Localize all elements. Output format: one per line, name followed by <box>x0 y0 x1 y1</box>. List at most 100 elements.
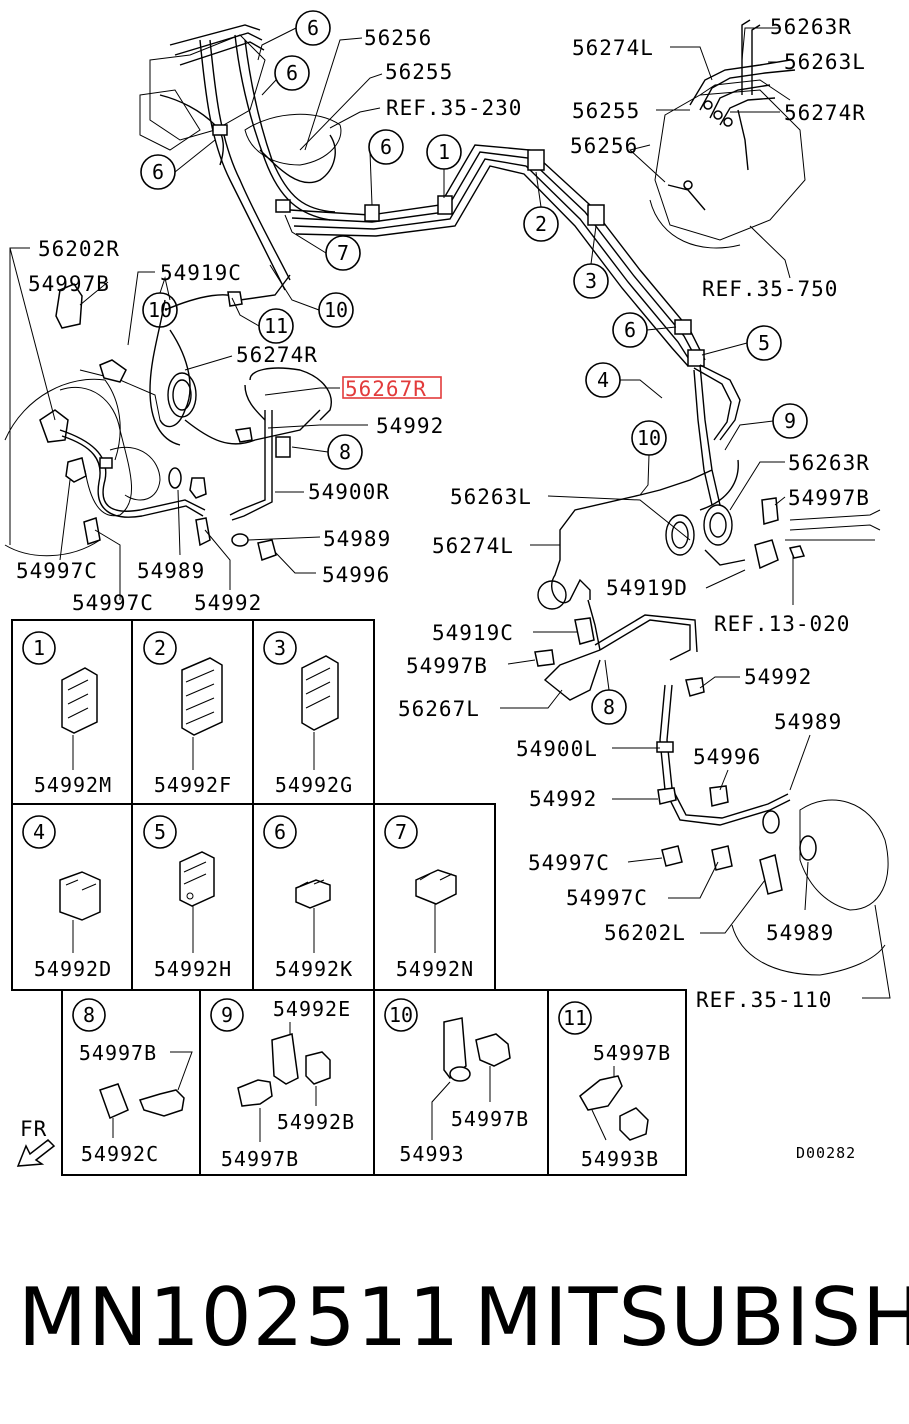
label-56274R-mid: 56274R <box>236 343 318 367</box>
svg-text:10: 10 <box>148 298 172 322</box>
fr-label: FR <box>20 1117 47 1141</box>
svg-text:9: 9 <box>784 409 796 433</box>
label-56202R: 56202R <box>38 237 120 261</box>
svg-text:8: 8 <box>339 440 351 464</box>
label-54997C-4: 54997C <box>566 886 648 910</box>
svg-text:9: 9 <box>221 1003 233 1027</box>
label-54919C-2: 54919C <box>432 621 514 645</box>
label-54997C-1: 54997C <box>16 559 98 583</box>
highlight-box-56267R <box>342 376 442 399</box>
callout-9-main: 9 <box>772 403 808 439</box>
svg-text:1: 1 <box>438 140 450 164</box>
label-54997B-3: 54997B <box>406 654 488 678</box>
left-wheel-hub <box>4 274 332 561</box>
label-56255-top: 56255 <box>385 60 453 84</box>
label-56267R-highlight: 56267R <box>345 377 427 401</box>
label-56274L-top: 56274L <box>572 36 654 60</box>
label-56274L-mid: 56274L <box>432 534 514 558</box>
svg-text:8: 8 <box>603 695 615 719</box>
label-54900L: 54900L <box>516 737 598 761</box>
callout-10-a: 10 <box>142 292 178 328</box>
svg-text:6: 6 <box>286 61 298 85</box>
grid-cell-4: 4 54992D <box>22 815 112 981</box>
svg-text:6: 6 <box>152 160 164 184</box>
grid-cell-10: 10 54997B 54993 <box>384 998 528 1166</box>
label-ref-35-230: REF.35-230 <box>386 96 522 120</box>
label-54996-2: 54996 <box>693 745 761 769</box>
part-54997B-cell11: 54997B <box>593 1041 671 1065</box>
label-54996-1: 54996 <box>322 563 390 587</box>
svg-text:6: 6 <box>624 318 636 342</box>
callout-6-b: 6 <box>274 55 310 91</box>
label-54997B-1: 54997B <box>28 272 110 296</box>
callout-6-d: 6 <box>368 129 404 165</box>
callout-8-a: 8 <box>327 434 363 470</box>
main-brake-pipe-bundle <box>289 144 741 506</box>
grid-cell-1: 1 54992M <box>22 631 112 797</box>
label-54997B-2: 54997B <box>788 486 870 510</box>
svg-text:10: 10 <box>389 1003 413 1027</box>
label-56267L: 56267L <box>398 697 480 721</box>
part-54992B: 54992B <box>277 1110 355 1134</box>
svg-text:10: 10 <box>637 426 661 450</box>
label-56202L: 56202L <box>604 921 686 945</box>
label-54989-3: 54989 <box>774 710 842 734</box>
label-54900R: 54900R <box>308 480 390 504</box>
callout-3-main: 3 <box>573 263 609 299</box>
svg-text:6: 6 <box>274 820 286 844</box>
parts-grid: 1 54992M 2 54992F 3 54992G 4 <box>11 619 687 1176</box>
callout-7-main: 7 <box>325 235 361 271</box>
svg-text:8: 8 <box>83 1003 95 1027</box>
label-ref-13-020: REF.13-020 <box>714 612 850 636</box>
label-56256-top: 56256 <box>364 26 432 50</box>
svg-text:10: 10 <box>324 298 348 322</box>
svg-text:4: 4 <box>33 820 45 844</box>
svg-text:2: 2 <box>535 212 547 236</box>
hydraulic-unit-right <box>649 19 806 249</box>
label-54989-1: 54989 <box>323 527 391 551</box>
part-54992N: 54992N <box>396 957 474 981</box>
label-56263R-top: 56263R <box>770 15 852 39</box>
label-56263L-mid: 56263L <box>450 485 532 509</box>
svg-text:3: 3 <box>585 269 597 293</box>
label-54989-4: 54989 <box>766 921 834 945</box>
label-56255-right: 56255 <box>572 99 640 123</box>
grid-cell-2: 2 54992F <box>143 631 232 797</box>
svg-text:6: 6 <box>307 16 319 40</box>
drawing-code: D00282 <box>796 1144 856 1162</box>
brand-caption: MITSUBISHI <box>474 1271 909 1364</box>
part-54997B-cell8: 54997B <box>79 1041 157 1065</box>
grid-cell-5: 5 54992H <box>143 815 231 981</box>
label-56263L-top: 56263L <box>784 50 866 74</box>
label-54997C-3: 54997C <box>528 851 610 875</box>
part-54992C: 54992C <box>81 1142 159 1166</box>
part-54992F: 54992F <box>154 773 232 797</box>
callout-circles: 6 6 6 6 1 2 3 7 10 10 11 6 5 4 9 10 8 8 <box>140 10 808 725</box>
grid-cell-6: 6 54992K <box>263 815 353 981</box>
part-54992K: 54992K <box>275 957 353 981</box>
svg-text:11: 11 <box>264 314 288 338</box>
label-56263R-mid: 56263R <box>788 451 870 475</box>
label-ref-35-110: REF.35-110 <box>696 988 832 1012</box>
callout-1-main: 1 <box>426 134 462 170</box>
svg-text:2: 2 <box>154 636 166 660</box>
part-54993B: 54993B <box>581 1147 659 1171</box>
brake-line-diagram: 6 6 6 6 1 2 3 7 10 10 11 6 5 4 9 10 8 8 <box>4 10 891 1176</box>
part-54992M: 54992M <box>34 773 112 797</box>
label-56256-right: 56256 <box>570 134 638 158</box>
callout-8-b: 8 <box>591 689 627 725</box>
part-54992D: 54992D <box>34 957 112 981</box>
grid-cell-9: 9 54992E 54992B 54997B <box>210 997 355 1171</box>
part-54993: 54993 <box>399 1142 464 1166</box>
part-54997B-cell9: 54997B <box>221 1147 299 1171</box>
svg-text:7: 7 <box>337 241 349 265</box>
svg-text:6: 6 <box>380 135 392 159</box>
caption: MN102511 MITSUBISHI <box>0 1268 909 1378</box>
callout-6-e: 6 <box>612 312 648 348</box>
svg-text:1: 1 <box>33 636 45 660</box>
grid-cell-3: 3 54992G <box>263 631 352 797</box>
master-cylinder-left <box>139 24 342 291</box>
callout-10-b: 10 <box>318 292 354 328</box>
callout-6-a: 6 <box>295 10 331 46</box>
part-54992E: 54992E <box>273 997 351 1021</box>
